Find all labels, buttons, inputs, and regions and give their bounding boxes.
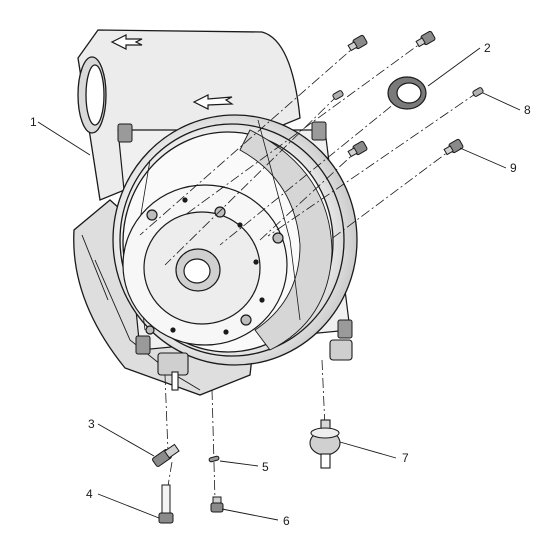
seal-ring [387, 76, 427, 110]
rubber-mount [309, 419, 341, 469]
drain-plug [210, 496, 224, 513]
flywheel-hub [122, 184, 288, 346]
callout-2: 2 [484, 41, 491, 55]
long-bolt [158, 484, 174, 524]
assembly-dash-lines [139, 37, 479, 501]
top-screws [347, 30, 464, 158]
callout-4: 4 [86, 487, 93, 501]
leader-lines [37, 47, 521, 521]
callout-7: 7 [402, 451, 409, 465]
rotation-arrow-icon [110, 34, 143, 50]
callout-3: 3 [88, 417, 95, 431]
elbow-fitting [152, 443, 180, 467]
plate-corner-bolts [117, 121, 353, 355]
rotation-arrow-icon [192, 94, 234, 110]
callout-6: 6 [283, 514, 290, 528]
bottom-mount-pads [157, 339, 353, 391]
callout-5: 5 [262, 460, 269, 474]
dowel-pins [332, 87, 484, 100]
small-spring-pin [208, 455, 220, 463]
callout-8: 8 [524, 103, 531, 117]
callout-9: 9 [510, 161, 517, 175]
callout-1: 1 [30, 115, 37, 129]
